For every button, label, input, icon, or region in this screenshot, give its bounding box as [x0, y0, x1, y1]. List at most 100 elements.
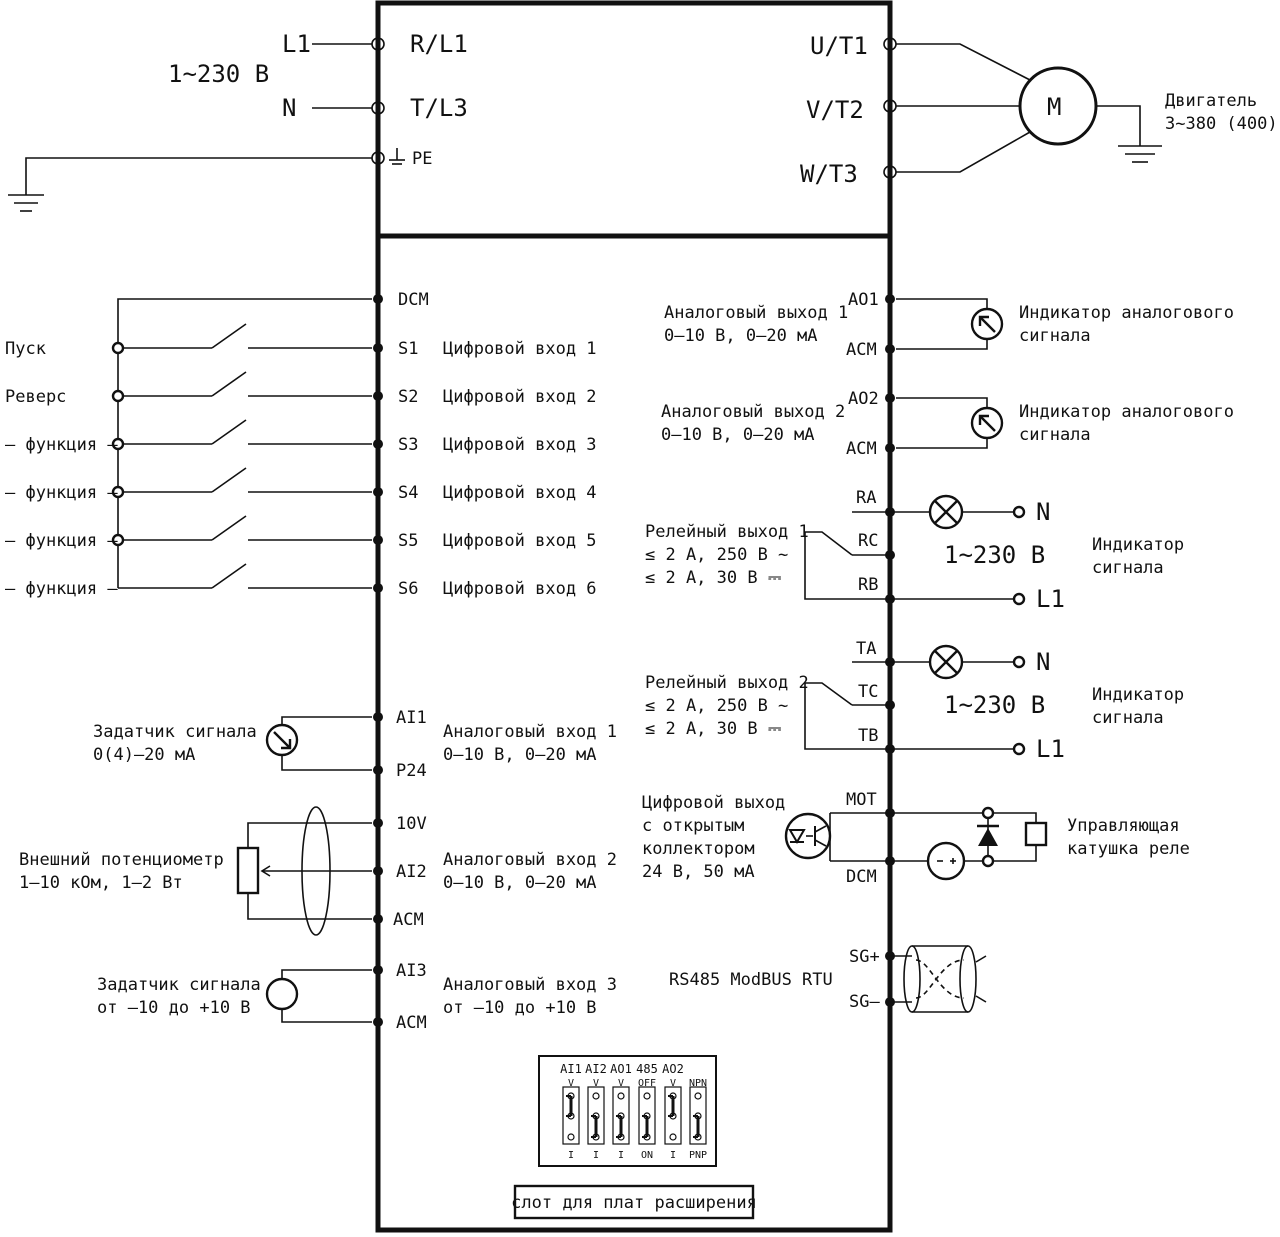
terminal-DCM-left [373, 294, 383, 304]
svg-text:≤ 2 А, 250 В ~: ≤ 2 А, 250 В ~ [645, 696, 788, 716]
input-function-label: – функция – [5, 531, 118, 551]
svg-text:AI1: AI1 [560, 1062, 582, 1076]
signal-source-icon [265, 977, 299, 1011]
ai2-range: 0–10 В, 0–20 мА [443, 873, 597, 893]
terminal-TL3 [371, 101, 385, 115]
svg-text:сигнала: сигнала [1019, 425, 1091, 445]
svg-text:I: I [670, 1150, 676, 1161]
terminal-label: S1 [398, 339, 418, 359]
terminal-PE [371, 151, 385, 165]
svg-text:1~230 В: 1~230 В [944, 691, 1045, 719]
lamp-icon [928, 494, 964, 530]
label-N: N [282, 94, 296, 122]
digital-output: Цифровой выход с открытым коллектором 24… [642, 790, 1190, 887]
earth-icon [389, 148, 405, 165]
svg-text:24 В, 50 мА: 24 В, 50 мА [642, 862, 755, 882]
svg-text:Индикатор: Индикатор [1092, 535, 1184, 555]
pot-label-2: 1–10 кОм, 1–2 Вт [19, 873, 183, 893]
svg-text:I: I [618, 1150, 624, 1161]
label-L1: L1 [282, 30, 311, 58]
svg-text:Управляющая: Управляющая [1067, 816, 1180, 836]
pot-label-1: Внешний потенциометр [19, 850, 224, 870]
motor-label-2: 3~380 (400) В [1165, 114, 1280, 134]
svg-text:AO1: AO1 [848, 290, 879, 310]
twisted-pair-cable-icon [903, 945, 987, 1013]
ai1-range: 0–10 В, 0–20 мА [443, 745, 597, 765]
label-VT2: V/T2 [806, 96, 864, 124]
ao2-group: Аналоговый выход 2 0–10 В, 0–20 мА AO2 A… [661, 389, 1234, 459]
label-RL1: R/L1 [410, 30, 468, 58]
power-source-icon [926, 841, 966, 881]
svg-text:≤ 2 А, 30 В ⎓: ≤ 2 А, 30 В ⎓ [645, 568, 782, 588]
svg-text:Релейный выход 2: Релейный выход 2 [645, 673, 809, 693]
digital-input-name: Цифровой вход 3 [443, 435, 597, 455]
ground-left [8, 157, 372, 212]
label-ACM-ai3: ACM [396, 1013, 427, 1033]
svg-text:Аналоговый выход 2: Аналоговый выход 2 [661, 402, 845, 422]
label-DCM: DCM [398, 290, 429, 310]
digital-input-name: Цифровой вход 2 [443, 387, 597, 407]
relay-output-2: Релейный выход 2 ≤ 2 А, 250 В ~ ≤ 2 А, 3… [645, 639, 1184, 763]
svg-text:Индикатор: Индикатор [1092, 685, 1184, 705]
ai3-range: от –10 до +10 В [443, 998, 597, 1018]
cable-shield-icon [301, 806, 331, 936]
expansion-slot [513, 1184, 755, 1220]
input-function-label: – функция – [5, 483, 118, 503]
svg-text:RS485 ModBUS RTU: RS485 ModBUS RTU [669, 970, 833, 990]
svg-text:Цифровой выход: Цифровой выход [642, 793, 785, 813]
svg-text:TA: TA [856, 639, 876, 659]
svg-text:ON: ON [641, 1150, 653, 1161]
terminal-label: S3 [398, 435, 418, 455]
svg-text:катушка реле: катушка реле [1067, 839, 1190, 859]
analog-indicator-icon [970, 406, 1004, 440]
label-UT1: U/T1 [810, 32, 868, 60]
src3-label-2: от –10 до +10 В [97, 998, 251, 1018]
input-function-label: – функция – [5, 579, 118, 599]
label-WT3: W/T3 [800, 160, 858, 188]
analog-indicator-icon [970, 307, 1004, 341]
svg-text:L1: L1 [1036, 735, 1065, 763]
rs485: RS485 ModBUS RTU SG+ SG– [669, 945, 987, 1013]
svg-text:AO2: AO2 [848, 389, 879, 409]
label-PE: PE [412, 149, 432, 169]
svg-text:SG+: SG+ [849, 947, 880, 967]
svg-text:I: I [593, 1150, 599, 1161]
svg-text:AO1: AO1 [610, 1062, 632, 1076]
motor-label-1: Двигатель [1165, 91, 1257, 111]
digital-input-name: Цифровой вход 5 [443, 531, 597, 551]
svg-text:SG–: SG– [849, 992, 880, 1012]
svg-text:с открытым: с открытым [642, 816, 744, 836]
svg-text:ACM: ACM [846, 340, 877, 360]
ai1-name: Аналоговый вход 1 [443, 722, 617, 742]
svg-text:N: N [1036, 498, 1050, 526]
svg-text:AI2: AI2 [585, 1062, 607, 1076]
svg-text:L1: L1 [1036, 585, 1065, 613]
svg-text:Релейный выход 1: Релейный выход 1 [645, 522, 809, 542]
expansion-slot-label: слот для плат расширения [511, 1193, 757, 1213]
svg-text:сигнала: сигнала [1019, 326, 1091, 346]
signal-source-arrow-icon [265, 723, 299, 757]
svg-text:RB: RB [858, 575, 878, 595]
motor-wiring [896, 43, 1162, 173]
inverter-body [375, 0, 893, 1233]
terminal-label: S6 [398, 579, 418, 599]
label-10V: 10V [396, 814, 427, 834]
svg-text:I: I [568, 1150, 574, 1161]
svg-text:0–10 В, 0–20 мА: 0–10 В, 0–20 мА [664, 326, 818, 346]
svg-text:TB: TB [858, 726, 878, 746]
ao1-group: Аналоговый выход 1 0–10 В, 0–20 мА AO1 A… [664, 290, 1234, 360]
src3-label-1: Задатчик сигнала [97, 975, 261, 995]
relay-coil-icon [1024, 821, 1048, 847]
svg-text:DCM: DCM [846, 867, 877, 887]
label-TL3: T/L3 [410, 94, 468, 122]
relay-output-1: Релейный выход 1 ≤ 2 А, 250 В ~ ≤ 2 А, 3… [645, 488, 1184, 613]
diode-icon [977, 806, 999, 868]
input-function-label: Пуск [5, 339, 46, 359]
